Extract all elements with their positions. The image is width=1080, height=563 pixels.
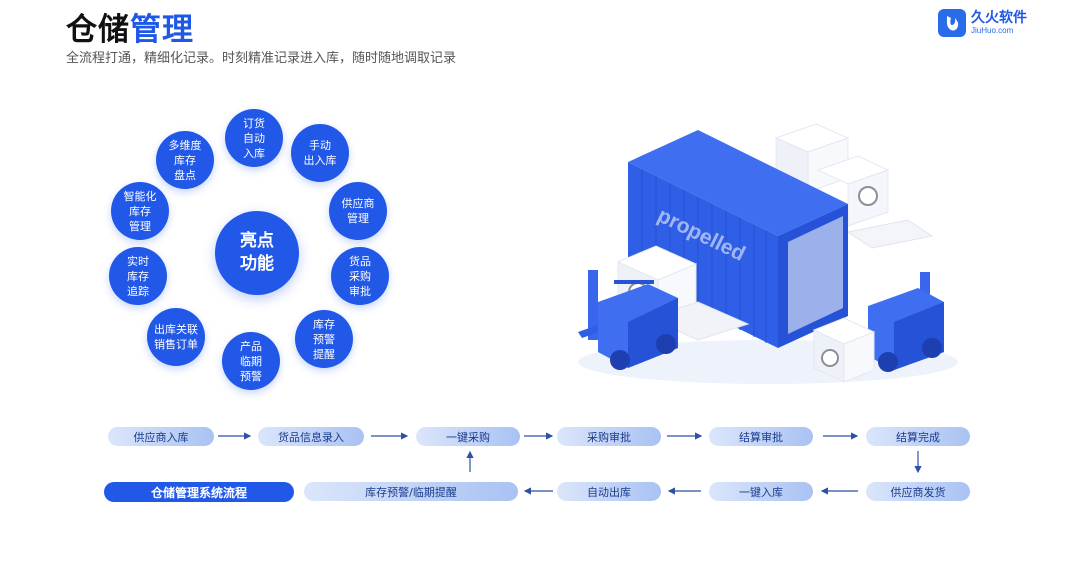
flow-step: 一键采购: [416, 427, 520, 446]
page-subtitle: 全流程打通，精细化记录。时刻精准记录进入库，随时随地调取记录: [66, 51, 457, 66]
feature-node: 手动 出入库: [291, 124, 349, 182]
forklift-left: [578, 270, 678, 370]
title-main: 仓储: [66, 12, 130, 48]
feature-node: 库存 预警 提醒: [295, 310, 353, 368]
feature-node: 产品 临期 预警: [222, 332, 280, 390]
cargo-box-right: [812, 317, 876, 383]
feature-node: 供应商 管理: [329, 182, 387, 240]
flame-icon: [938, 9, 966, 37]
page-title: 仓储管理: [66, 4, 194, 49]
flow-step: 库存预警/临期提醒: [304, 482, 518, 501]
flow-step: 采购审批: [557, 427, 661, 446]
flow-step: 一键入库: [709, 482, 813, 501]
forklift-right: [868, 272, 944, 372]
feature-center: 亮点 功能: [215, 211, 299, 295]
brand-logo: 久火软件 JiuHuo.com: [938, 9, 1027, 37]
flow-step: 结算审批: [709, 427, 813, 446]
flow-step: 供应商发货: [866, 482, 970, 501]
brand-url: JiuHuo.com: [971, 26, 1014, 35]
feature-node: 实时 库存 追踪: [109, 247, 167, 305]
feature-node: 货品 采购 审批: [331, 247, 389, 305]
flow-legend: 仓储管理系统流程: [104, 482, 294, 502]
feature-node: 订货 自动 入库: [225, 109, 283, 167]
stacked-boxes: [774, 123, 890, 227]
feature-node: 智能化 库存 管理: [111, 182, 169, 240]
feature-node: 出库关联 销售订单: [147, 308, 205, 366]
warehouse-illustration: propelled: [578, 123, 958, 384]
brand-name: 久火软件: [971, 10, 1027, 26]
feature-ring: 订货 自动 入库 手动 出入库 供应商 管理 货品 采购 审批 库存 预警 提醒…: [0, 0, 389, 390]
feature-node: 多维度 库存 盘点: [156, 131, 214, 189]
flow-step: 自动出库: [557, 482, 661, 501]
flow-step: 货品信息录入: [258, 427, 364, 446]
title-accent: 管理: [130, 12, 194, 48]
flow-step: 供应商入库: [108, 427, 214, 446]
flow-step: 结算完成: [866, 427, 970, 446]
